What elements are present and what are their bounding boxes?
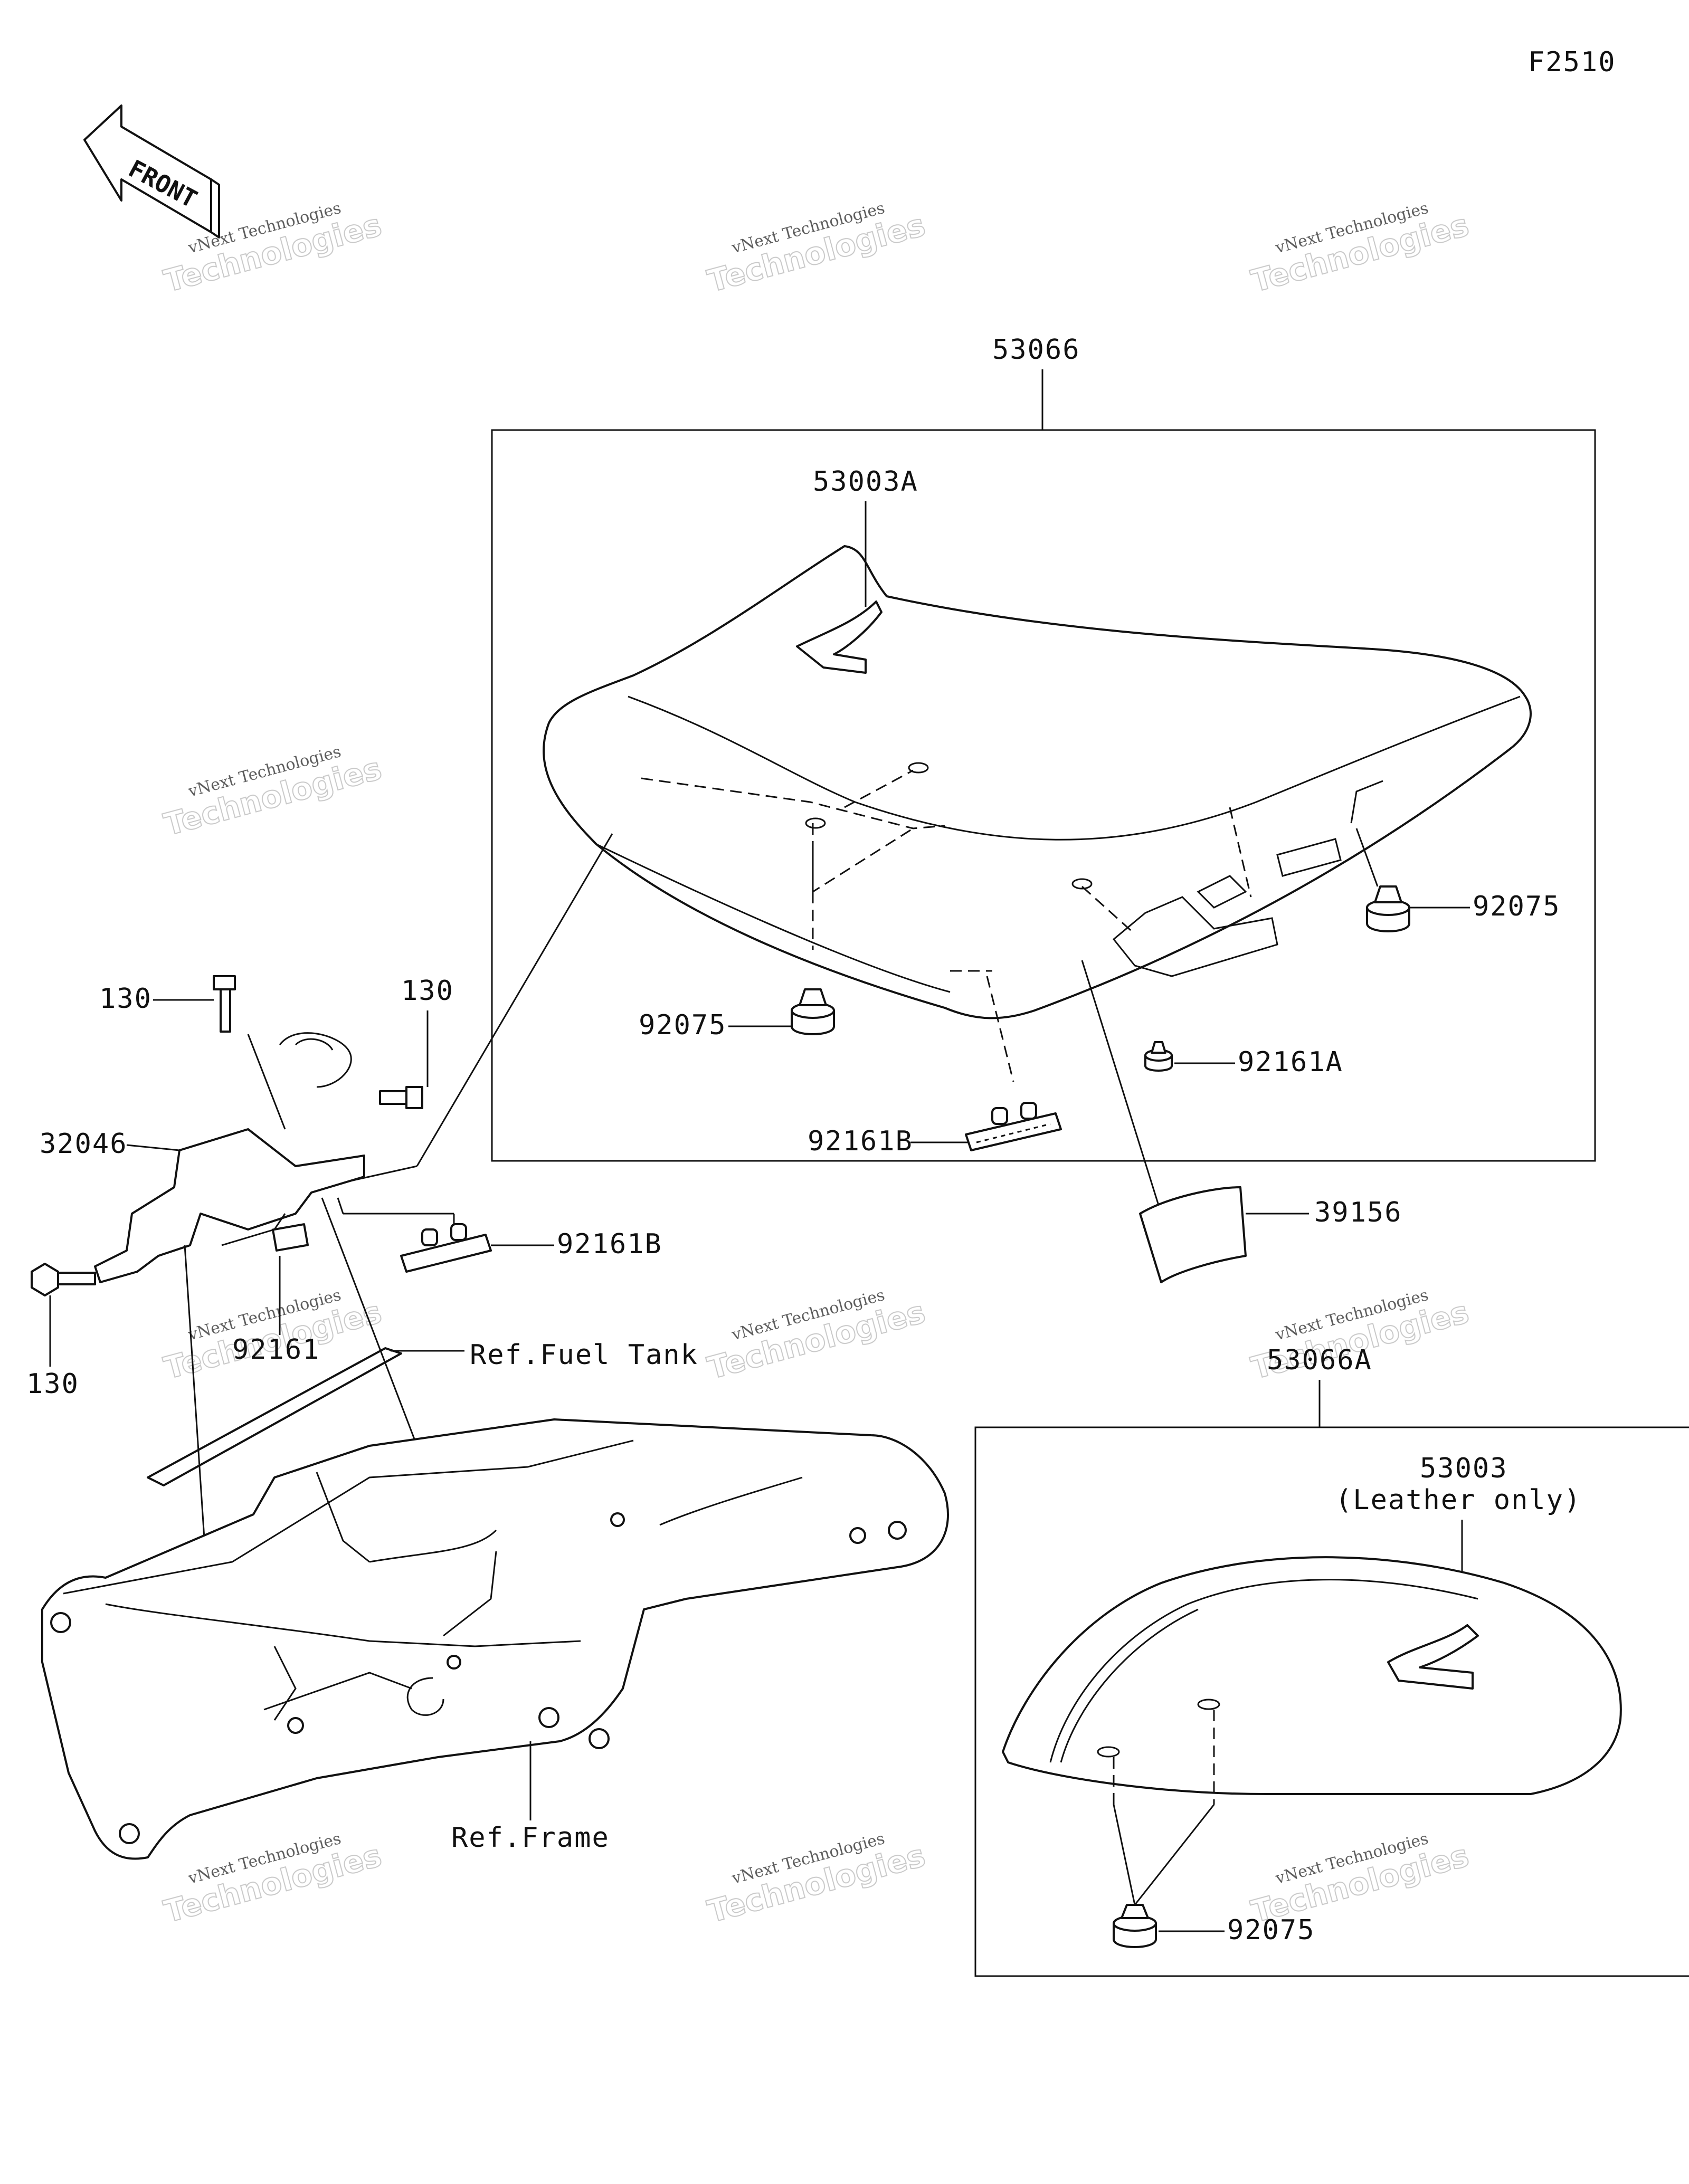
rear-seat-group: 53066A 53003 (Leather only) 92075: [974, 1344, 1689, 1977]
main-seat: [543, 545, 1532, 1019]
label-92075-left: 92075: [639, 1009, 727, 1041]
pad-39156: [1081, 960, 1247, 1283]
damper-92075-rear: [1113, 1904, 1157, 1948]
label-53003A: 53003A: [813, 466, 918, 498]
rear-seat-box: [974, 1426, 1689, 1977]
bolt-130-left: [213, 975, 236, 1033]
label-92075-right: 92075: [1473, 891, 1561, 922]
bracket-32046: [94, 1128, 365, 1283]
fuel-tank-strip: [147, 1347, 402, 1486]
front-arrow-icon: FRONT: [83, 104, 220, 239]
label-92161: 92161: [232, 1334, 320, 1366]
label-130-right: 130: [401, 975, 454, 1007]
bolt-130-bottom: [31, 1263, 96, 1296]
frame: [41, 1418, 949, 1860]
damper-92075-right: [1355, 828, 1410, 932]
label-53066: 53066: [992, 334, 1080, 366]
label-39156: 39156: [1314, 1197, 1402, 1228]
figure-code: F2510: [1528, 46, 1616, 78]
label-130-left: 130: [99, 983, 152, 1015]
bolt-130-right: [379, 1086, 423, 1109]
clamp-92161B-box: [965, 1102, 1062, 1151]
main-seat-group: 53066 53003A 9207: [321, 334, 1596, 1188]
clip-92161A: [1144, 1041, 1173, 1072]
label-53003: 53003: [1420, 1453, 1508, 1484]
label-92161B-top: 92161B: [808, 1126, 913, 1157]
label-ref-frame: Ref.Frame: [451, 1822, 610, 1854]
leather-note: (Leather only): [1335, 1484, 1581, 1516]
bracket-assembly: 130 130 32046 130: [26, 975, 949, 1860]
label-130-bottom: 130: [26, 1368, 79, 1400]
damper-92075-left: [791, 988, 835, 1035]
rear-seat: [1002, 1556, 1622, 1795]
main-seat-box: [491, 429, 1596, 1162]
clamp-92161B-lower: [400, 1223, 492, 1273]
label-92075-rear: 92075: [1227, 1914, 1315, 1946]
label-53066A: 53066A: [1267, 1344, 1372, 1376]
label-32046: 32046: [40, 1128, 128, 1160]
label-92161B-bottom: 92161B: [557, 1228, 662, 1260]
label-92161A: 92161A: [1238, 1046, 1343, 1078]
label-ref-fuel-tank: Ref.Fuel Tank: [470, 1339, 698, 1371]
